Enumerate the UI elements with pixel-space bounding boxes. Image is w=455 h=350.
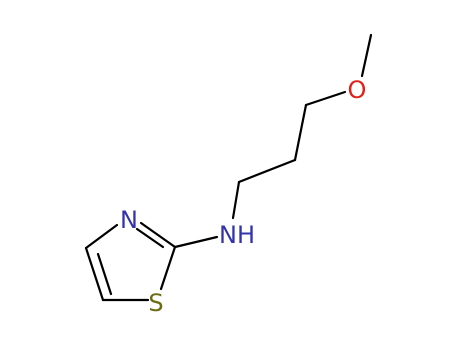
sulfur-label: S bbox=[148, 289, 163, 317]
bond-c4-c5 bbox=[84, 246, 105, 302]
bond-c2-nh bbox=[173, 235, 219, 249]
bond-c3-o bbox=[304, 90, 347, 107]
oxygen-label: O bbox=[348, 76, 367, 104]
ring-nitrogen-label: N bbox=[120, 206, 138, 234]
bond-s-c2 bbox=[159, 245, 177, 291]
bond-c1-c2 bbox=[237, 158, 297, 184]
amine-label: NH bbox=[219, 221, 255, 249]
bond-o-methyl bbox=[360, 33, 373, 78]
bond-c4-c5-inner bbox=[96, 252, 113, 296]
bond-c2-n3 bbox=[139, 221, 177, 249]
atom-labels: N S NH O bbox=[120, 76, 366, 317]
bond-n3-c4 bbox=[84, 223, 119, 250]
bond-nh-c1 bbox=[231, 180, 241, 220]
bond-c2-n3-inner bbox=[135, 227, 165, 249]
bond-c2-c3 bbox=[293, 103, 308, 162]
bonds bbox=[84, 33, 373, 302]
